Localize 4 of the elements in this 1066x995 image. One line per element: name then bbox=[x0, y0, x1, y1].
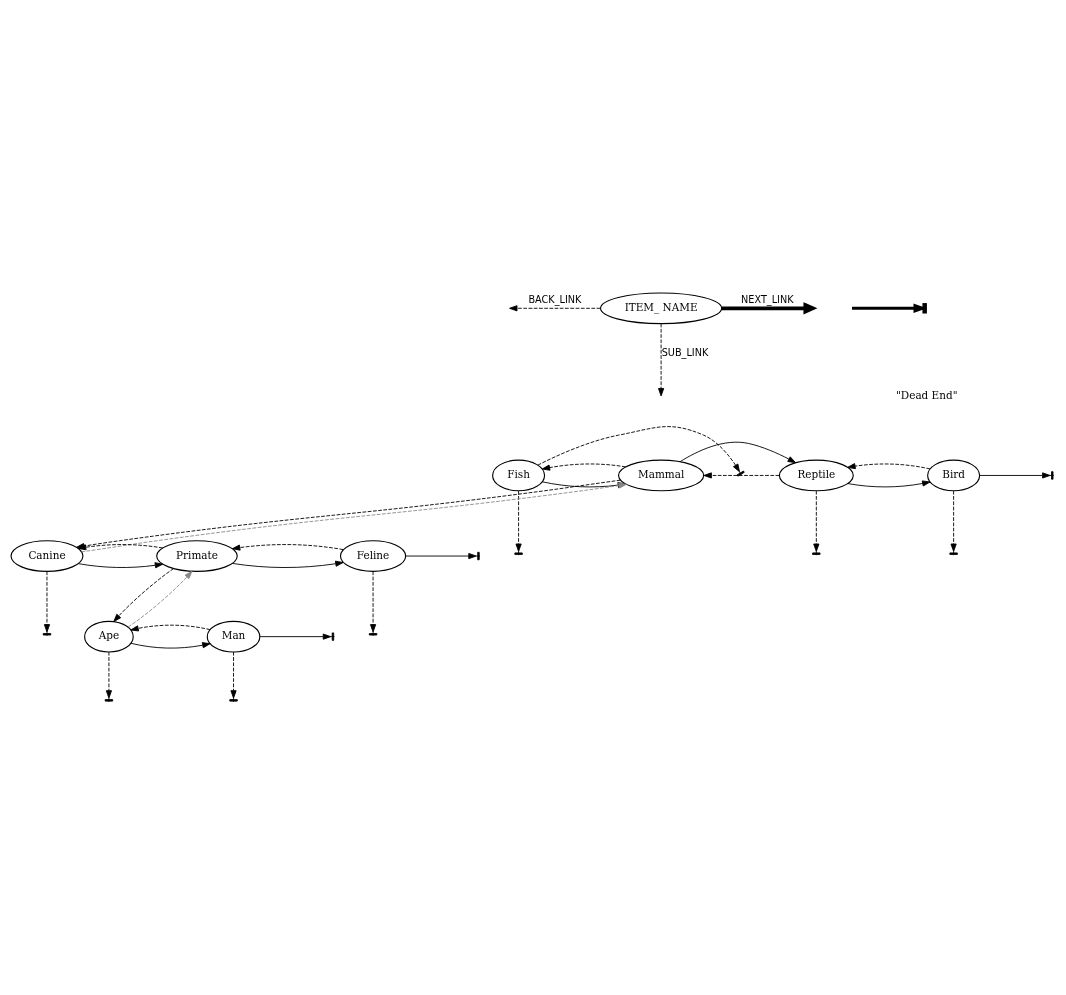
edge-label: SUB_LINK bbox=[661, 346, 709, 358]
legend-label: "Dead End" bbox=[896, 388, 958, 401]
edge-label: BACK_LINK bbox=[528, 293, 582, 305]
edge-label: NEXT_LINK bbox=[741, 293, 794, 305]
